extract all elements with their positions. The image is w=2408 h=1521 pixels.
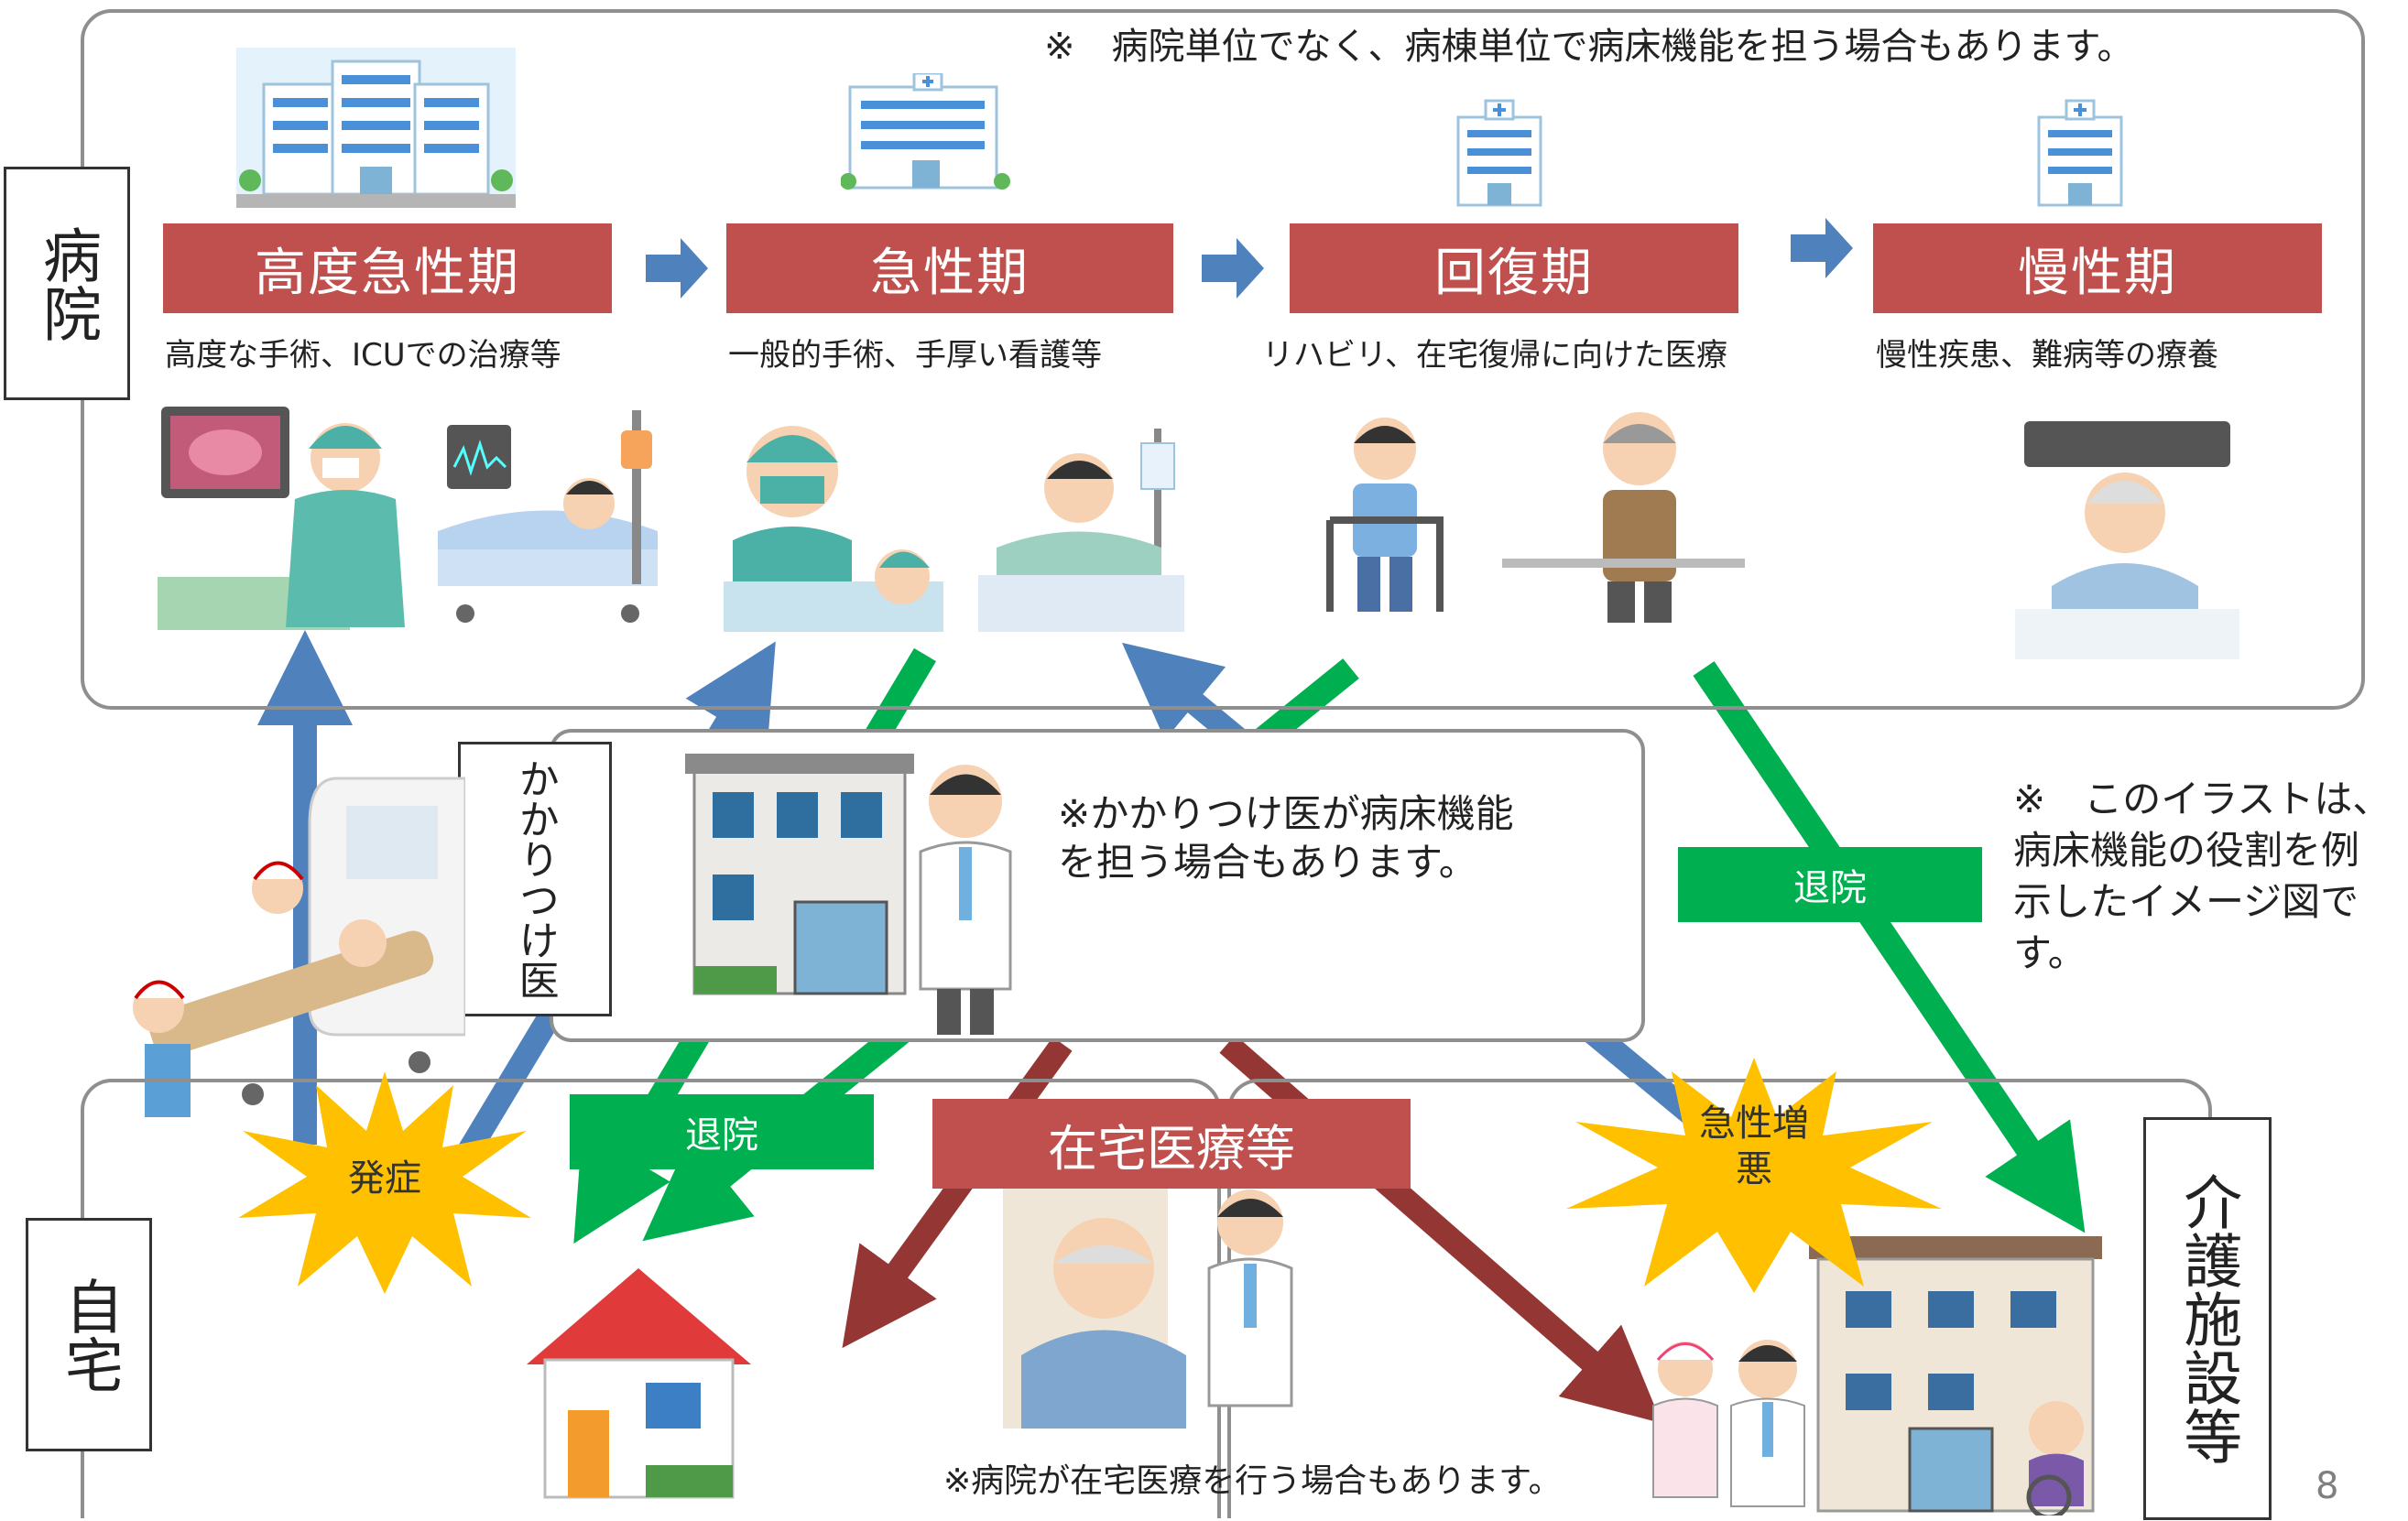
ambulance-transport-illustration — [133, 777, 465, 1117]
elderly-rehabilitation-illustration — [1502, 412, 1745, 623]
patient-on-drip-illustration — [978, 429, 1184, 632]
home-care-label: 在宅医療等 — [932, 1099, 1411, 1189]
acute-exacerbation-label-line2: 悪 — [1736, 1148, 1772, 1190]
gp-label: かかりつけ医 — [458, 742, 612, 1016]
side-note-line1: ※ このイラストは、 — [2013, 777, 2392, 821]
hospital-label: 病院 — [4, 167, 130, 400]
page-number: 8 — [2315, 1465, 2339, 1507]
home-label: 自宅 — [26, 1218, 152, 1451]
rehabilitation-walker-illustration — [1326, 418, 1444, 612]
stage-advanced-acute: 高度急性期 — [163, 223, 612, 313]
side-note: ※ このイラストは、 病床機能の役割を例 示したイメージ図で す。 — [2013, 774, 2391, 979]
discharge-label-left: 退院 — [570, 1094, 874, 1169]
stage-acute-label: 急性期 — [870, 243, 1030, 303]
stage-arrow-1 — [646, 238, 708, 299]
acute-exacerbation-label-line1: 急性増 — [1699, 1103, 1809, 1145]
nurse-and-doctor-illustration — [1652, 1340, 1805, 1507]
gp-label-text: かかりつけ医 — [511, 758, 559, 1000]
stage-acute: 急性期 — [726, 223, 1173, 313]
medium-hospital-building-illustration — [841, 73, 1010, 190]
home-care-visit-illustration — [1003, 1186, 1293, 1429]
gp-note-line1: ※かかりつけ医が病床機能 — [1058, 791, 1514, 836]
home-house-illustration — [527, 1268, 751, 1499]
chronic-to-facility-discharge-arrow — [1693, 661, 2086, 1233]
stage-recovery-label: 回復期 — [1434, 243, 1594, 303]
hospital-top-note: ※ 病院単位でなく、病棟単位で病床機能を担う場合もあります。 — [1044, 26, 2134, 68]
discharge-label-right-text: 退院 — [1793, 867, 1867, 909]
stage-chronic-label: 慢性期 — [2018, 243, 2177, 303]
clinic-building-illustration — [685, 754, 914, 995]
acute-exacerbation-burst-icon — [1566, 1058, 1942, 1293]
care-facility-label-text: 介護施設等 — [2174, 1172, 2242, 1465]
stage-chronic: 慢性期 — [1873, 223, 2322, 313]
large-hospital-building-illustration — [236, 48, 516, 208]
side-note-line3: 示したイメージ図で — [2013, 879, 2359, 924]
home-label-text: 自宅 — [55, 1276, 123, 1394]
gp-note-line2: を担う場合もあります。 — [1058, 840, 1477, 885]
stage-advanced-acute-desc: 高度な手術、ICUでの治療等 — [165, 337, 561, 374]
small-hospital-building-illustration-1 — [1456, 99, 1542, 207]
small-hospital-building-illustration-2 — [2037, 99, 2123, 207]
side-note-line2: 病床機能の役割を例 — [2013, 828, 2360, 873]
stage-arrow-3 — [1791, 218, 1853, 278]
chronic-care-patient-illustration — [2015, 421, 2239, 659]
home-care-note: ※病院が在宅医療を行う場合もあります。 — [943, 1462, 1562, 1500]
care-facility-label: 介護施設等 — [2143, 1117, 2272, 1520]
stage-arrow-2 — [1202, 238, 1264, 299]
onset-label: 発症 — [348, 1157, 421, 1200]
home-care-label-text: 在宅医療等 — [1048, 1119, 1295, 1178]
hospital-label-text: 病院 — [33, 224, 101, 342]
discharge-label-right: 退院 — [1678, 847, 1982, 922]
stage-recovery: 回復期 — [1290, 223, 1738, 313]
doctor-illustration — [919, 765, 1012, 1035]
side-note-line4: す。 — [2013, 930, 2087, 975]
care-facility-building-illustration — [1809, 1236, 2102, 1516]
stage-advanced-acute-label: 高度急性期 — [255, 243, 520, 303]
surgeon-illustration — [724, 426, 943, 632]
stage-acute-desc: 一般的手術、手厚い看護等 — [728, 337, 1102, 374]
surgery-illustration — [158, 407, 405, 630]
stage-chronic-desc: 慢性疾患、難病等の療養 — [1876, 337, 2218, 374]
onset-burst-icon — [238, 1071, 531, 1294]
icu-bed-illustration — [438, 410, 658, 623]
discharge-label-left-text: 退院 — [685, 1114, 758, 1157]
stage-recovery-desc: リハビリ、在宅復帰に向けた医療 — [1262, 337, 1727, 374]
acute-exacerbation-label: 急性増 悪 — [1681, 1101, 1827, 1192]
